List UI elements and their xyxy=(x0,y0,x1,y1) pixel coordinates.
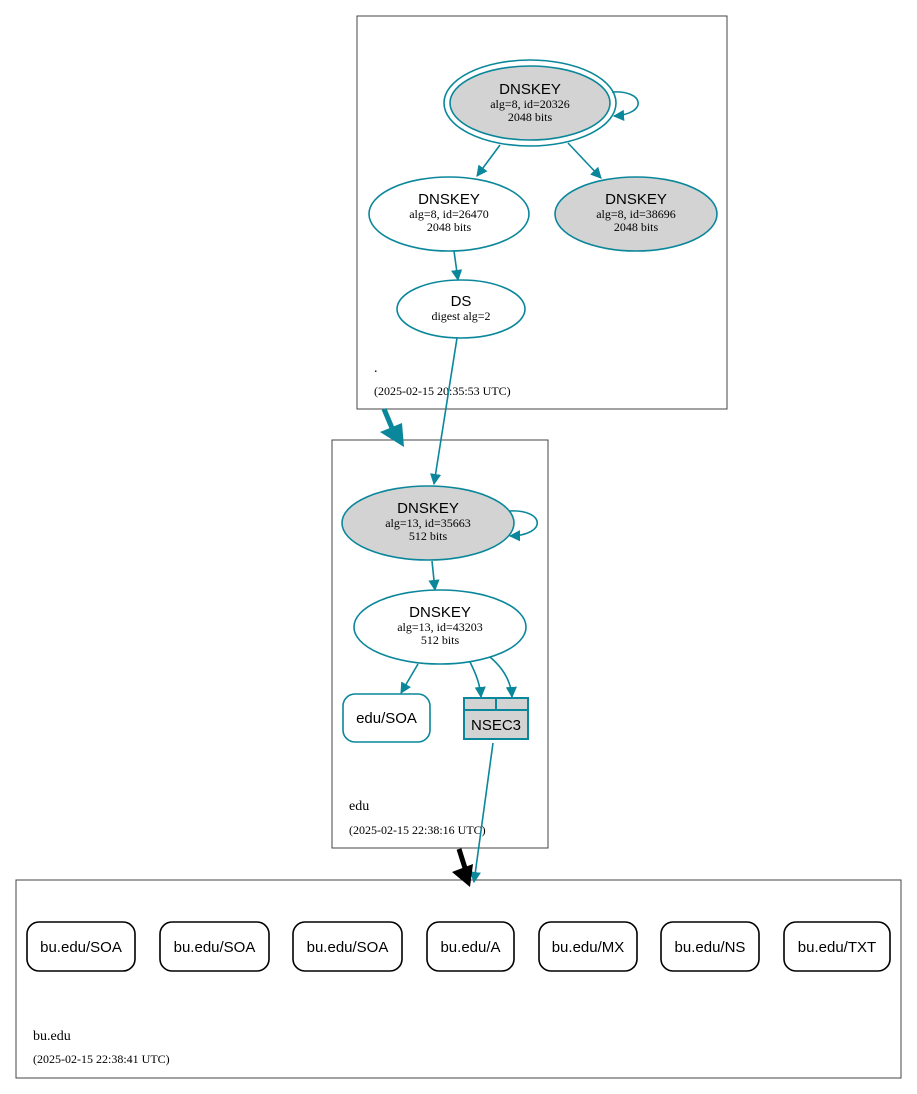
edu-zsk-line1: alg=13, id=43203 xyxy=(397,620,483,634)
edge-edu-ksk-zsk xyxy=(428,560,440,592)
root-zsk-node[interactable]: DNSKEY alg=8, id=26470 2048 bits xyxy=(368,176,530,252)
edu-zsk-title: DNSKEY xyxy=(409,604,471,621)
edge-nsec3-bu-edu xyxy=(469,742,494,884)
edge-root-ksk-key3 xyxy=(567,142,602,179)
delegation-root-edu-shaft xyxy=(381,408,395,429)
edge-edu-ksk-self xyxy=(508,510,538,542)
edge-edu-zsk-nsec3-b xyxy=(489,656,517,699)
root-ksk-node[interactable]: DNSKEY alg=8, id=20326 2048 bits xyxy=(443,59,617,147)
edge-edu-zsk-nsec3-a xyxy=(469,661,486,699)
zone-edu-timestamp: (2025-02-15 22:38:16 UTC) xyxy=(349,823,486,837)
edu-ds-line1: digest alg=2 xyxy=(431,309,490,323)
root-key3-node[interactable]: DNSKEY alg=8, id=38696 2048 bits xyxy=(554,176,718,252)
root-zsk-line1: alg=8, id=26470 xyxy=(409,207,489,221)
edu-soa-label: edu/SOA xyxy=(356,710,417,727)
root-key3-line1: alg=8, id=38696 xyxy=(596,207,676,221)
delegation-edu-bu-shaft xyxy=(456,848,468,869)
root-ksk-line1: alg=8, id=20326 xyxy=(490,97,570,111)
bu-edu-record-4[interactable]: bu.edu/MX xyxy=(538,921,638,972)
edu-ds-title: DS xyxy=(451,293,472,310)
zone-bu-edu-timestamp: (2025-02-15 22:38:41 UTC) xyxy=(33,1052,170,1066)
edu-nsec3-label: NSEC3 xyxy=(471,717,521,734)
edu-nsec3-node[interactable]: NSEC3 xyxy=(463,697,529,740)
edge-root-ksk-zsk xyxy=(476,144,501,177)
bu-edu-record-label: bu.edu/TXT xyxy=(798,939,876,956)
bu-edu-record-label: bu.edu/MX xyxy=(552,939,625,956)
root-zsk-title: DNSKEY xyxy=(418,191,480,208)
bu-edu-record-label: bu.edu/SOA xyxy=(40,939,122,956)
root-ksk-line2: 2048 bits xyxy=(508,110,553,124)
bu-edu-record-3[interactable]: bu.edu/A xyxy=(426,921,515,972)
delegation-arrows xyxy=(380,408,473,887)
bu-edu-record-label: bu.edu/SOA xyxy=(307,939,389,956)
edu-ksk-line2: 512 bits xyxy=(409,529,448,543)
root-zsk-line2: 2048 bits xyxy=(427,220,472,234)
bu-edu-record-2[interactable]: bu.edu/SOA xyxy=(292,921,403,972)
root-ksk-title: DNSKEY xyxy=(499,81,561,98)
edu-ds-node[interactable]: DS digest alg=2 xyxy=(396,279,526,339)
edu-zsk-node[interactable]: DNSKEY alg=13, id=43203 512 bits xyxy=(353,589,527,665)
edu-ksk-node[interactable]: DNSKEY alg=13, id=35663 512 bits xyxy=(341,485,515,561)
edge-ds-edu-ksk xyxy=(430,337,458,486)
bu-edu-record-label: bu.edu/NS xyxy=(675,939,746,956)
zone-edu-name: edu xyxy=(349,799,369,814)
zone-bu-edu-name: bu.edu xyxy=(33,1029,71,1044)
zone-root-timestamp: (2025-02-15 20:35:53 UTC) xyxy=(374,384,511,398)
edge-root-ksk-self xyxy=(611,91,639,121)
edu-ksk-title: DNSKEY xyxy=(397,500,459,517)
bu-edu-record-5[interactable]: bu.edu/NS xyxy=(660,921,760,972)
root-key3-line2: 2048 bits xyxy=(614,220,659,234)
delegation-edu-bu-arrowhead xyxy=(452,864,473,887)
bu-edu-record-6[interactable]: bu.edu/TXT xyxy=(783,921,891,972)
delegation-root-edu-arrowhead xyxy=(380,423,404,447)
edu-zsk-line2: 512 bits xyxy=(421,633,460,647)
bu-edu-record-0[interactable]: bu.edu/SOA xyxy=(26,921,136,972)
edu-ksk-line1: alg=13, id=35663 xyxy=(385,516,471,530)
bu-edu-record-1[interactable]: bu.edu/SOA xyxy=(159,921,270,972)
zone-bu-edu-cluster xyxy=(15,879,902,1079)
edges xyxy=(400,91,639,884)
bu-edu-record-label: bu.edu/A xyxy=(440,939,500,956)
edge-root-zsk-ds xyxy=(451,250,463,282)
edu-soa-node[interactable]: edu/SOA xyxy=(342,693,431,743)
root-key3-title: DNSKEY xyxy=(605,191,667,208)
bu-edu-record-label: bu.edu/SOA xyxy=(174,939,256,956)
edge-edu-zsk-soa xyxy=(400,663,419,694)
zone-root-name: . xyxy=(374,361,378,376)
